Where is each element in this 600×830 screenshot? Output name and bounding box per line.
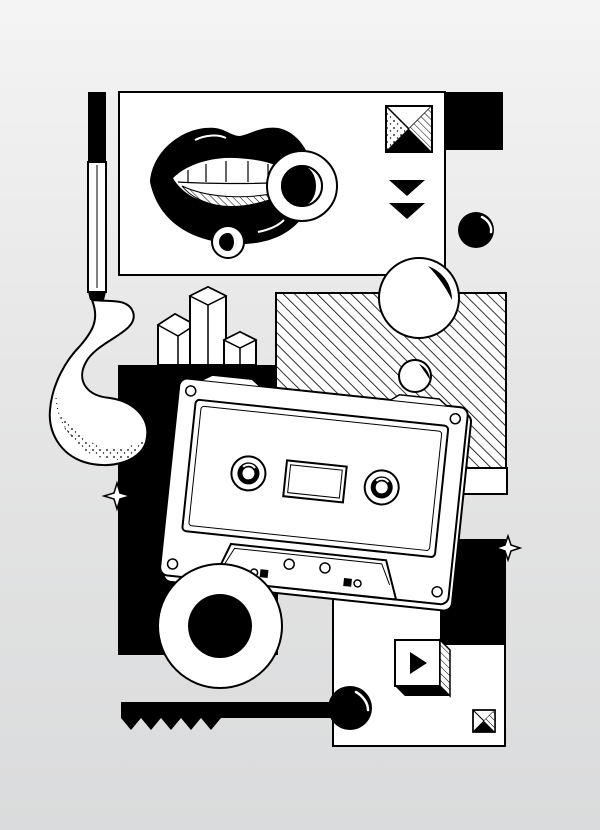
cassette-tape xyxy=(159,374,473,612)
cassette-reel-left xyxy=(230,455,267,492)
sparkle-left xyxy=(101,480,133,512)
white-sphere-small xyxy=(398,359,432,393)
record-donut xyxy=(157,563,283,689)
black-block-top-right xyxy=(445,92,503,150)
play-button-cube-icon xyxy=(394,638,451,698)
zigzag-bar xyxy=(121,702,333,730)
black-sphere-bottom xyxy=(328,686,372,730)
black-sphere-top xyxy=(458,212,494,248)
smoke-swirl xyxy=(48,298,149,467)
cassette-reel-right xyxy=(363,469,400,506)
sparkle-right xyxy=(493,533,523,563)
lip-ring-large xyxy=(266,150,338,222)
lip-ring-small xyxy=(211,225,245,259)
double-down-arrow-icon xyxy=(389,180,425,219)
cigarette xyxy=(87,92,107,300)
hourglass-square-icon xyxy=(385,105,433,153)
hourglass-square-small-icon xyxy=(472,709,496,733)
white-sphere-large xyxy=(378,257,460,339)
bar-chart-blocks xyxy=(156,285,258,366)
